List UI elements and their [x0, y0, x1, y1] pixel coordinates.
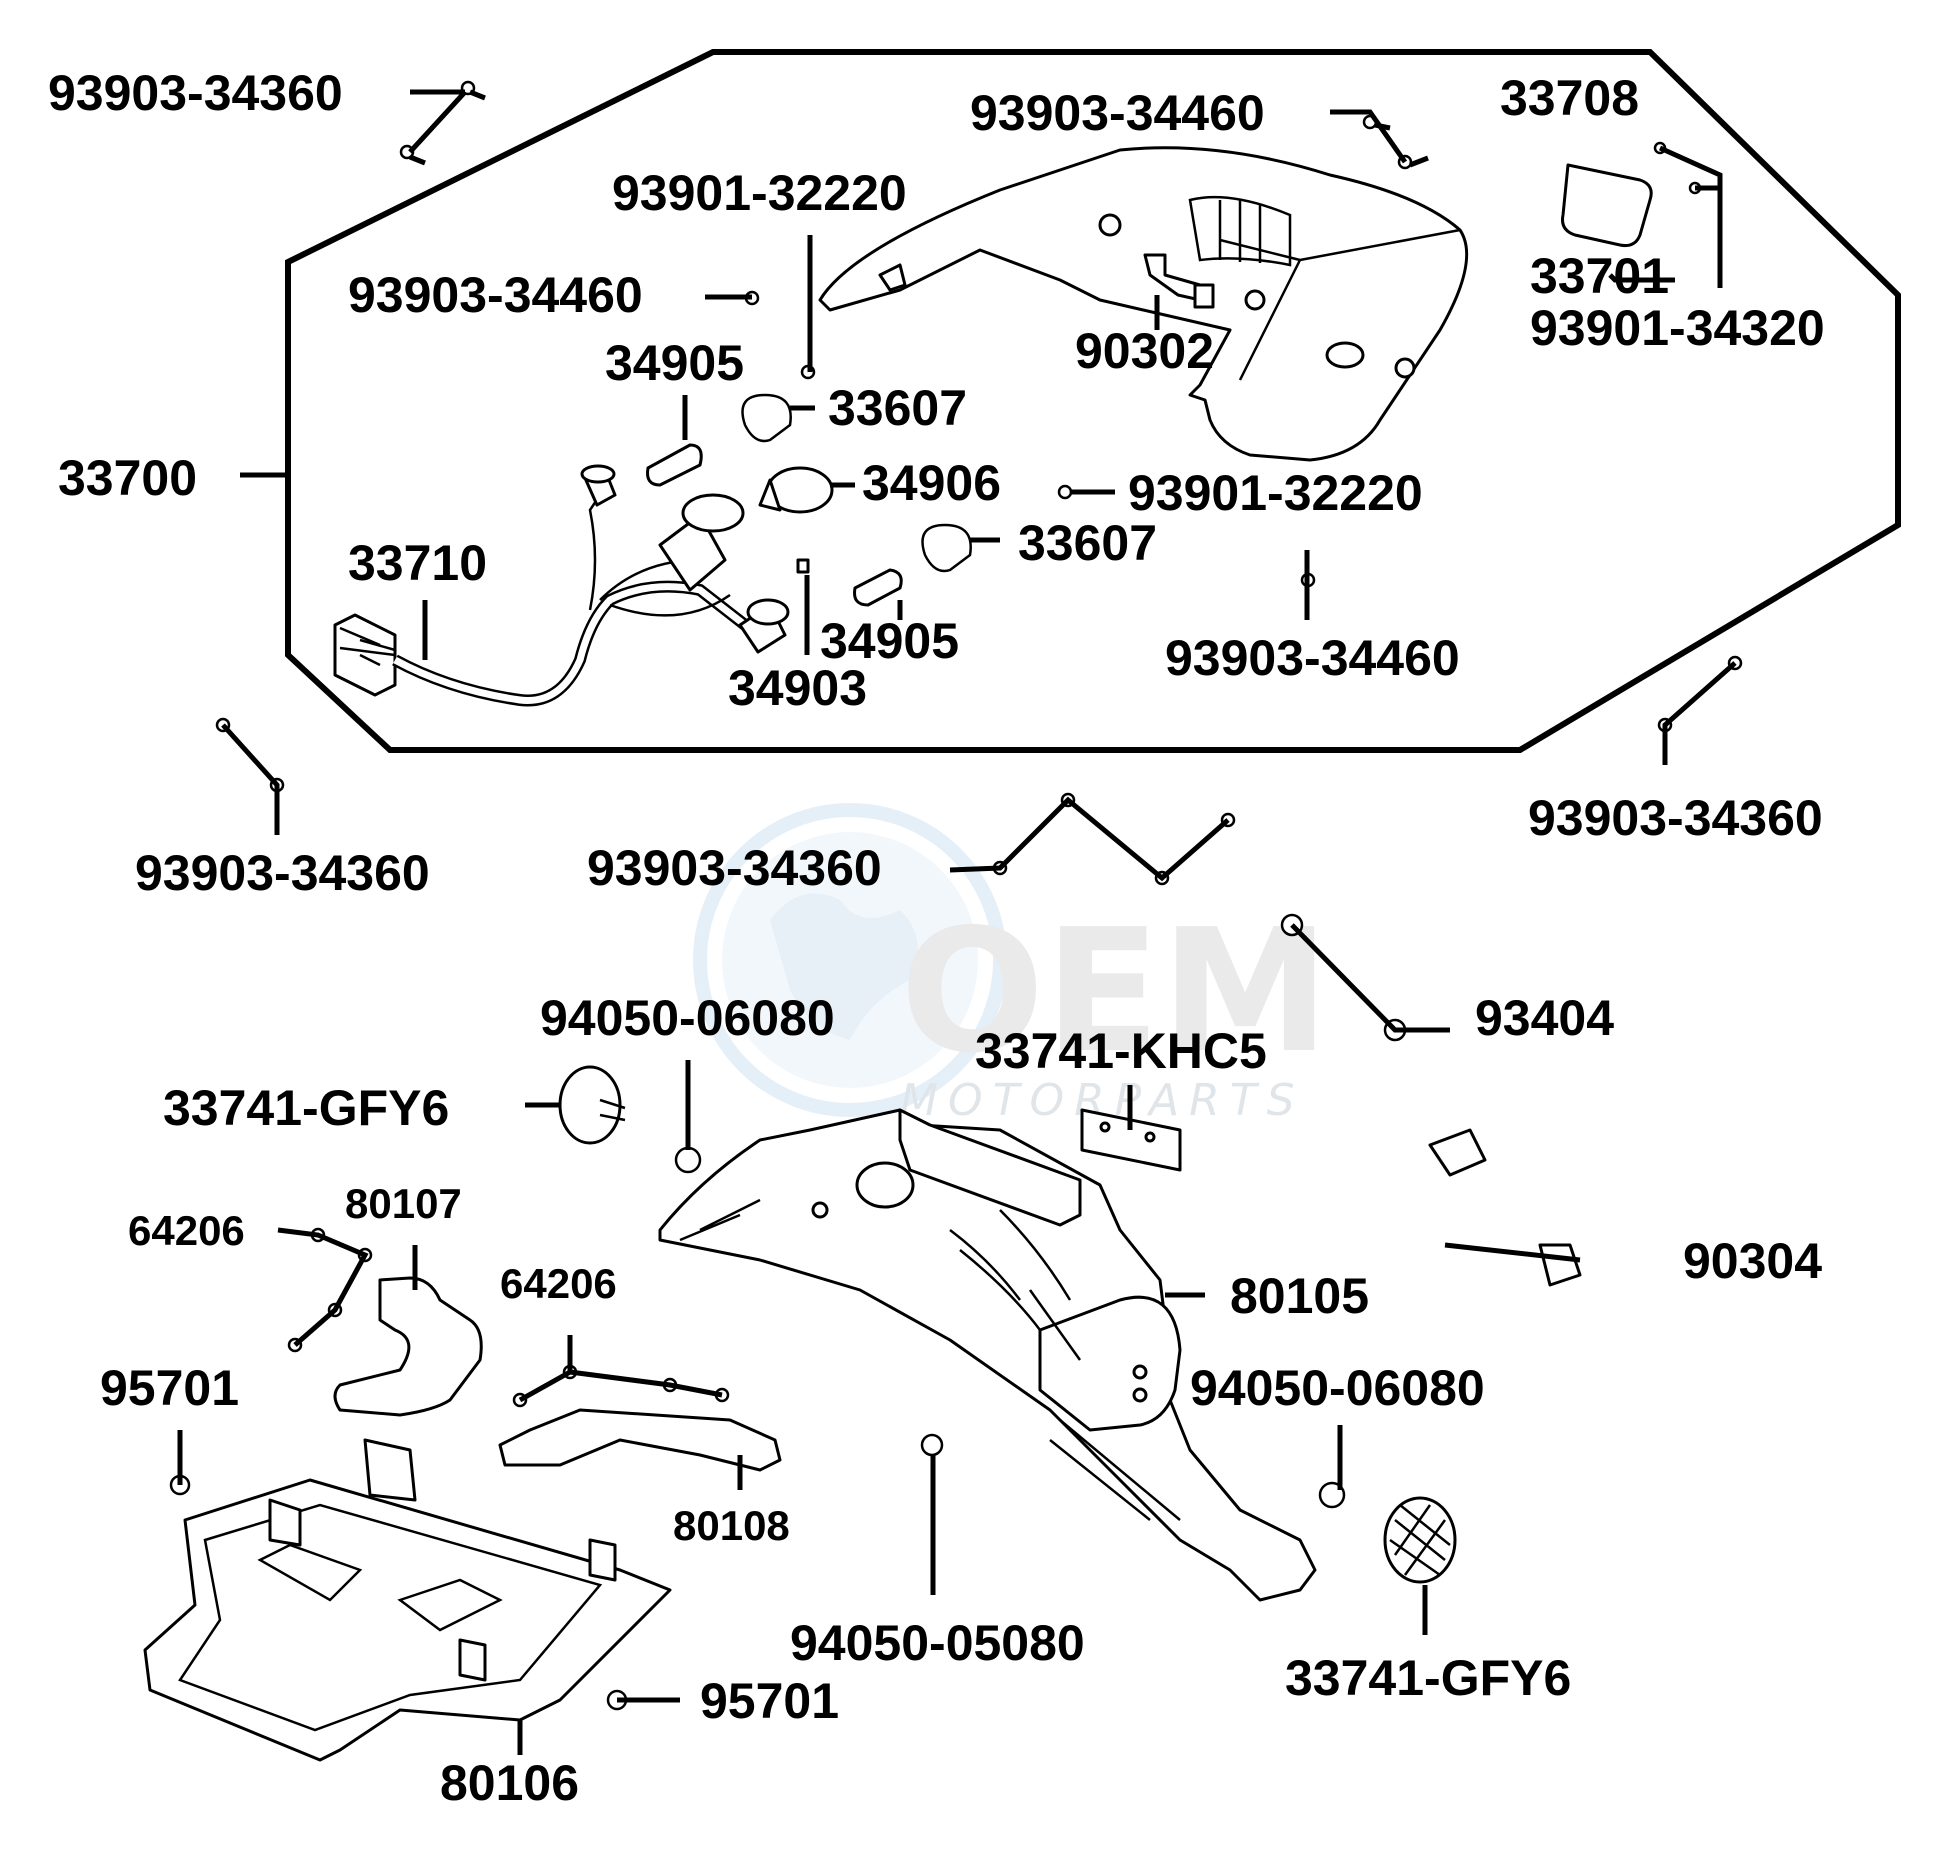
under-tray-80106: [143, 1438, 672, 1762]
label-90304: 90304: [1683, 1233, 1822, 1289]
label-33700: 33700: [58, 450, 197, 506]
label-33701: 33701: [1530, 248, 1669, 304]
reflector-33741-gfy6-a: [558, 1065, 626, 1145]
label-93903-34460-top: 93903-34460: [970, 85, 1265, 141]
label-34905-top: 34905: [605, 335, 744, 391]
watermark-brand: OEM: [900, 893, 1330, 1091]
reflector-33741-gfy6-b: [1383, 1496, 1457, 1584]
label-33741-khc5: 33741-KHC5: [975, 1023, 1267, 1079]
taillight-housing: [818, 146, 1469, 462]
label-93903-34360-left: 93903-34360: [135, 845, 430, 901]
label-80106: 80106: [440, 1755, 579, 1811]
bulb-34903: [796, 558, 810, 574]
label-64206-center: 64206: [500, 1260, 617, 1307]
bracket-80108: [498, 1408, 782, 1472]
wiring-harness-33710: [333, 464, 790, 707]
label-80108: 80108: [673, 1502, 790, 1549]
label-94050-06080-top: 94050-06080: [540, 990, 835, 1046]
label-93903-34460-bottom: 93903-34460: [1165, 630, 1460, 686]
label-34905-mid: 34905: [820, 613, 959, 669]
watermark: OEM MOTORPARTS: [693, 803, 1330, 1126]
leader-lines: [177, 89, 1737, 1755]
label-93903-34360-top-left: 93903-34360: [48, 65, 343, 121]
terminal-90302: [1143, 253, 1215, 309]
label-94050-05080: 94050-05080: [790, 1615, 1085, 1671]
label-34906: 34906: [862, 455, 1001, 511]
bulb-34906: [758, 466, 834, 514]
label-95701-left: 95701: [100, 1360, 239, 1416]
label-33741-gfy6-bottom: 33741-GFY6: [1285, 1650, 1571, 1706]
label-94050-06080-right: 94050-06080: [1190, 1360, 1485, 1416]
label-33741-gfy6-left: 33741-GFY6: [163, 1080, 449, 1136]
label-93901-34320: 93901-34320: [1530, 300, 1825, 356]
bulb-34905-b: [853, 568, 903, 607]
label-80107: 80107: [345, 1180, 462, 1227]
label-93903-34360-center: 93903-34360: [587, 840, 882, 896]
label-93901-32220-top: 93901-32220: [612, 165, 907, 221]
label-33607-top: 33607: [828, 380, 967, 436]
label-93901-32220-mid: 93901-32220: [1128, 465, 1423, 521]
label-90302: 90302: [1075, 323, 1214, 379]
label-80105: 80105: [1230, 1268, 1369, 1324]
label-93903-34360-right: 93903-34360: [1528, 790, 1823, 846]
bracket-80107: [333, 1276, 483, 1417]
label-34903: 34903: [728, 660, 867, 716]
reflector-33708: [1561, 163, 1653, 247]
rear-fender-80105: [658, 1108, 1317, 1602]
assembly-frame-33700: [285, 49, 1901, 753]
plate-33741-khc5: [1080, 1108, 1182, 1172]
clip-33607-b: [921, 523, 972, 573]
label-95701-bottom: 95701: [700, 1673, 839, 1729]
label-93404: 93404: [1475, 990, 1614, 1046]
label-33708: 33708: [1500, 70, 1639, 126]
label-33710: 33710: [348, 535, 487, 591]
clip-33607-a: [741, 393, 792, 443]
label-64206-left: 64206: [128, 1207, 245, 1254]
bulb-34905-a: [646, 443, 703, 487]
label-33607-mid: 33607: [1018, 515, 1157, 571]
label-93903-34460-left: 93903-34460: [348, 267, 643, 323]
